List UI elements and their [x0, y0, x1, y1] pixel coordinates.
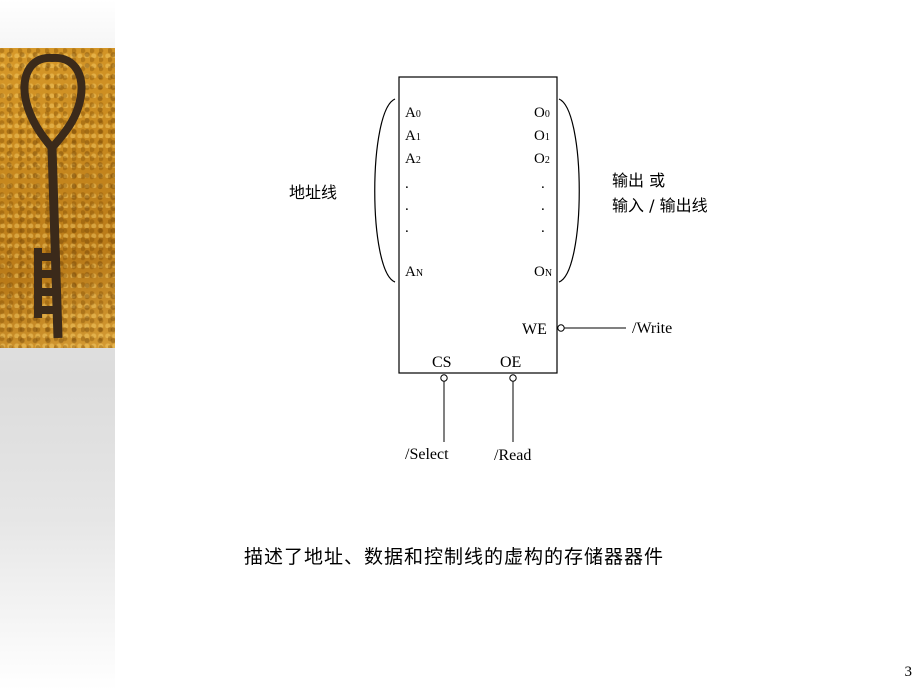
address-dot-3: . — [405, 220, 409, 236]
oe-pin-label: OE — [500, 354, 521, 371]
pin-o1: O1 — [534, 128, 550, 144]
output-dot-3: . — [541, 220, 545, 236]
address-dot-2: . — [405, 198, 409, 214]
output-label-line1: 输出 或 — [612, 171, 665, 190]
pin-o0: O0 — [534, 105, 550, 121]
cs-pin-label: CS — [432, 354, 452, 371]
output-dot-1: . — [541, 176, 545, 192]
we-inversion-bubble — [557, 324, 565, 332]
pin-an: AN — [405, 264, 423, 280]
pin-a2: A2 — [405, 151, 421, 167]
output-label-line2: 输入 / 输出线 — [612, 196, 708, 215]
cs-inversion-bubble — [440, 374, 448, 382]
oe-inversion-bubble — [509, 374, 517, 382]
memory-chip-body — [398, 76, 558, 374]
pin-a0: A0 — [405, 105, 421, 121]
pin-o2: O2 — [534, 151, 550, 167]
pin-on: ON — [534, 264, 552, 280]
select-signal-label: /Select — [405, 446, 449, 463]
address-dot-1: . — [405, 176, 409, 192]
address-brace — [374, 98, 396, 283]
read-signal-label: /Read — [494, 447, 531, 464]
we-pin-label: WE — [522, 321, 547, 338]
pin-a1: A1 — [405, 128, 421, 144]
key-photo — [0, 48, 115, 348]
key-icon — [20, 53, 86, 339]
output-dot-2: . — [541, 198, 545, 214]
slide-caption: 描述了地址、数据和控制线的虚构的存储器器件 — [244, 546, 665, 568]
address-bus-label: 地址线 — [289, 183, 337, 202]
write-signal-label: /Write — [632, 320, 672, 337]
page-number: 3 — [904, 664, 913, 680]
output-brace — [558, 98, 580, 283]
